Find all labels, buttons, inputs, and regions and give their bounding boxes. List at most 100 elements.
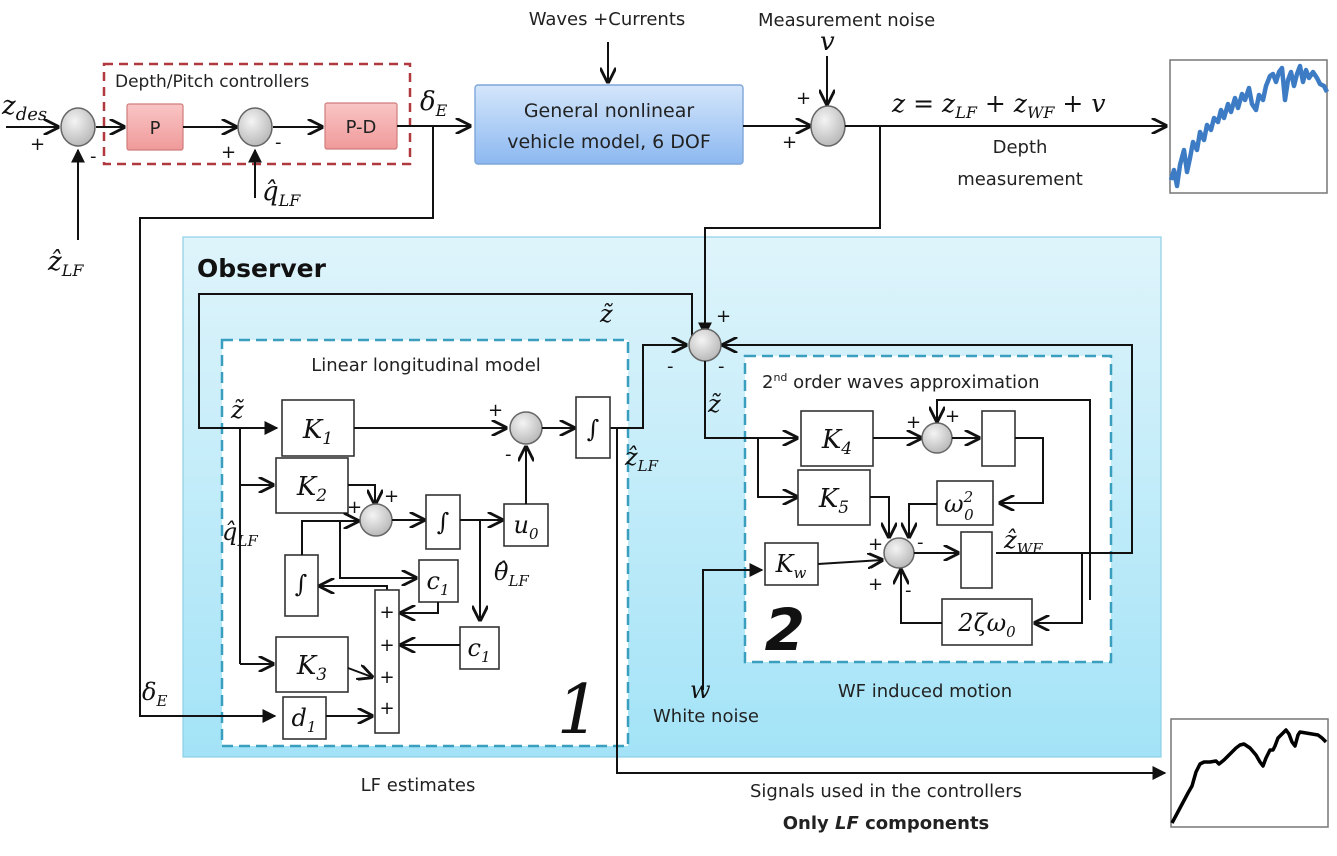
sign-minus: - <box>718 356 725 377</box>
k4-label: K4 <box>821 425 852 459</box>
sign-plus: + <box>488 400 503 421</box>
sign-plus: + <box>716 306 731 327</box>
z-hat-summing-junction <box>509 411 543 445</box>
observer-summing-junction <box>688 328 722 362</box>
sign-plus: + <box>868 534 883 555</box>
only-lf-components-label: Only LF components <box>783 813 990 834</box>
u0-label: u0 <box>513 511 538 543</box>
linear-model-label: Linear longitudinal model <box>311 355 541 376</box>
theta-summing-junction <box>359 503 393 537</box>
z-tilde-waves-label: z̃ <box>707 390 722 418</box>
omega-squared-block <box>936 480 994 526</box>
integrator-z-block <box>575 396 611 459</box>
theta-hat-label: θ̂LF <box>494 558 529 590</box>
sign-minus: - <box>917 532 924 553</box>
white-noise-input <box>702 563 764 690</box>
k2-label: K2 <box>296 472 327 506</box>
wf-induced-motion-label: WF induced motion <box>838 681 1012 702</box>
sign-plus: + <box>782 132 797 153</box>
adder-sign: + <box>379 602 394 623</box>
observer-title: Observer <box>197 254 327 283</box>
measurement-to-observer <box>698 126 881 337</box>
adder-block <box>374 589 400 734</box>
controllers-label: Depth/Pitch controllers <box>115 72 309 92</box>
kw-block <box>764 542 819 586</box>
waves-summing-junction-2 <box>883 537 915 569</box>
z-des-label: zdes <box>1 91 47 125</box>
summing-junction-depth <box>60 107 96 147</box>
sign-minus: - <box>905 580 912 601</box>
z-hat-lf-inner-label: ẑLF <box>624 443 659 475</box>
waves-model-label: 2nd order waves approximation <box>762 371 1039 393</box>
kw-label: Kw <box>775 550 807 582</box>
k5-block <box>797 469 871 526</box>
noise-symbol: v <box>820 27 835 57</box>
lf-estimates-output <box>616 428 1167 780</box>
waves-model-group <box>743 354 1113 664</box>
measurement-equation: z = zLF + zWF + v <box>891 89 1105 122</box>
waves-model-number: 2 <box>765 596 805 664</box>
damping-label: 2ζω0 <box>957 609 1016 641</box>
z-hat-wf-to-junction <box>723 345 1133 554</box>
link-line <box>901 570 942 624</box>
d1-block <box>282 696 327 740</box>
p-controller-label: P <box>150 118 161 139</box>
signals-used-label: Signals used in the controllers <box>750 781 1022 802</box>
sign-minus: - <box>90 146 97 167</box>
lf-estimates-label: LF estimates <box>361 775 476 796</box>
summing-junction-pitch <box>237 107 273 147</box>
vehicle-model-line2: vehicle model, 6 DOF <box>507 131 711 153</box>
vehicle-model-block <box>474 84 744 165</box>
integrator-wave-2-block <box>960 531 993 589</box>
link-line <box>339 521 416 578</box>
c1-theta-block <box>459 626 500 670</box>
q-hat-lf-inner-label: q̂LF <box>222 518 258 550</box>
sign-plus: + <box>221 142 236 163</box>
q-hat-lf-label: q̂LF <box>262 177 301 210</box>
k1-block <box>281 399 355 457</box>
c1-theta-label: c1 <box>468 634 491 666</box>
delta-e-inner-label: δE <box>142 678 167 710</box>
pd-controller-label: P-D <box>346 117 377 138</box>
k1-label: K1 <box>302 415 333 449</box>
delta-e-to-observer <box>139 126 434 723</box>
depth-measurement-line1: Depth <box>993 137 1048 158</box>
link-line <box>870 496 889 537</box>
linear-model-number: 1 <box>557 671 600 750</box>
sign-plus: + <box>868 574 883 595</box>
link-line <box>348 484 375 504</box>
white-noise-label: White noise <box>653 706 759 727</box>
white-noise-symbol: w <box>690 676 711 704</box>
adder-sign: + <box>379 698 394 719</box>
link-line <box>937 399 1091 600</box>
z-hat-wf-label: ẑWF <box>1003 526 1043 558</box>
integrator-wave-1-block <box>981 410 1016 467</box>
integrator-theta-symbol: ∫ <box>437 508 450 536</box>
sign-plus: + <box>347 497 362 518</box>
u0-block <box>503 503 549 547</box>
z-hat-lf-to-junction <box>610 345 686 429</box>
integrator-z-symbol: ∫ <box>587 415 600 443</box>
link-line <box>1000 437 1044 503</box>
vehicle-model-line1: General nonlinear <box>524 100 695 122</box>
k2-block <box>275 457 349 514</box>
sign-minus: - <box>667 356 674 377</box>
sign-minus: - <box>275 132 282 153</box>
sign-plus: + <box>796 88 811 109</box>
integrator-theta-block <box>425 494 461 550</box>
k3-block <box>275 636 349 693</box>
link-line <box>347 668 372 677</box>
depth-measurement-line2: measurement <box>957 169 1083 190</box>
c1-q-block <box>418 559 459 603</box>
k3-label: K3 <box>296 651 327 685</box>
summing-junction-noise <box>810 105 846 147</box>
delta-e-label: δE <box>420 87 448 120</box>
measured-signal-line <box>1168 63 1330 189</box>
waves-summing-junction-1 <box>921 422 953 454</box>
damping-block <box>941 598 1033 646</box>
k5-label: K5 <box>818 484 849 518</box>
z-tilde-to-k4 <box>704 361 797 438</box>
depth-pitch-controllers-group <box>102 62 412 166</box>
